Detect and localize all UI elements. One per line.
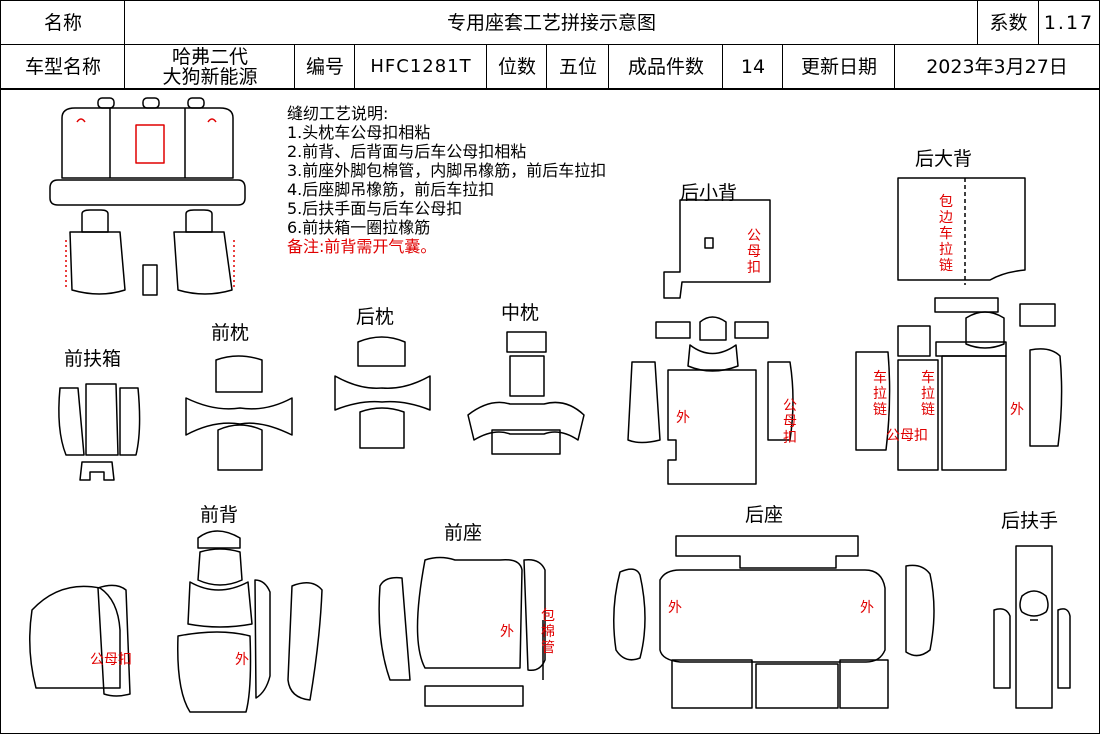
code-label: 编号: [305, 56, 344, 78]
annot-big-back-outer: 外: [1010, 402, 1024, 418]
model-label-cell: 车型名称: [0, 44, 126, 90]
name-label: 名称: [43, 12, 82, 34]
annot-rear-seat-outer-left: 外: [668, 600, 682, 616]
front-seat-pieces: [378, 556, 546, 707]
label-rear-small-back: 后小背: [680, 182, 738, 204]
notes-heading: 缝纫工艺说明:: [287, 104, 389, 123]
label-front-seat: 前座: [444, 522, 483, 544]
model-line2: 大狗新能源: [162, 66, 258, 88]
date-value: 2023年3月27日: [926, 56, 1068, 78]
front-back-pieces: [29, 530, 323, 713]
annot-small-back-snap-2: 公母扣: [783, 398, 797, 446]
rear-big-back-pieces: [855, 177, 1063, 471]
seats-label: 位数: [497, 56, 536, 78]
annot-front-back-outer: 外: [235, 652, 249, 668]
front-pillow-pieces: [185, 355, 293, 471]
rear-small-back-pieces: [627, 199, 794, 485]
middle-pillow-pieces: [467, 331, 585, 455]
coef-value: 1.17: [1043, 12, 1095, 34]
pieces-label-cell: 成品件数: [608, 44, 724, 90]
model-label: 车型名称: [24, 56, 101, 78]
name-label-cell: 名称: [0, 0, 126, 46]
seats-value-cell: 五位: [546, 44, 610, 90]
front-armbox-pieces: [58, 383, 141, 481]
annot-rear-seat-outer-right: 外: [860, 600, 874, 616]
model-line1: 哈弗二代: [171, 46, 248, 68]
seat-overview: [49, 97, 246, 296]
note-item-1: 1.头枕车公母扣相粘: [287, 123, 431, 142]
code-value-cell: HFC1281T: [354, 44, 488, 90]
label-front-armbox: 前扶箱: [64, 348, 122, 370]
notes-remark: 备注:前背需开气囊。: [287, 237, 437, 256]
rear-seat-pieces: [613, 535, 935, 709]
seats-value: 五位: [558, 56, 597, 78]
annot-big-back-snap: 公母扣: [886, 428, 928, 444]
annot-edge-zipper: 包边车拉链: [939, 194, 953, 274]
annot-front-back-snap: 公母扣: [90, 652, 132, 668]
date-value-cell: 2023年3月27日: [894, 44, 1100, 90]
annot-cotton-tube: 包棉管: [541, 608, 555, 656]
note-item-3: 3.前座外脚包棉管，内脚吊橡筋，前后车拉扣: [287, 161, 607, 180]
label-rear-seat: 后座: [745, 504, 784, 526]
sewing-notes: 缝纫工艺说明: 1.头枕车公母扣相粘 2.前背、后背面与后车公母扣相粘 3.前座…: [287, 104, 606, 256]
date-label: 更新日期: [800, 56, 877, 78]
model-value-cell: 哈弗二代大狗新能源: [124, 44, 296, 90]
code-label-cell: 编号: [294, 44, 356, 90]
coef-label-cell: 系数: [977, 0, 1040, 46]
coef-label: 系数: [989, 12, 1028, 34]
pieces-value: 14: [740, 56, 766, 78]
annot-zipper-left: 车拉链: [873, 370, 887, 418]
note-item-6: 6.前扶箱一圈拉橡筋: [287, 218, 431, 237]
label-middle-pillow: 中枕: [501, 302, 540, 324]
note-item-4: 4.后座脚吊橡筋，前后车拉扣: [287, 180, 495, 199]
annot-small-back-outer: 外: [676, 410, 690, 426]
note-item-2: 2.前背、后背面与后车公母扣相粘: [287, 142, 527, 161]
sheet-title: 专用座套工艺拼接示意图: [446, 12, 656, 34]
rear-armrest-pieces: [993, 545, 1071, 709]
seats-label-cell: 位数: [486, 44, 548, 90]
label-front-back: 前背: [200, 504, 239, 526]
pieces-label: 成品件数: [627, 56, 704, 78]
annot-front-seat-outer: 外: [500, 624, 514, 640]
date-label-cell: 更新日期: [782, 44, 896, 90]
pieces-value-cell: 14: [722, 44, 784, 90]
label-front-pillow: 前枕: [211, 322, 250, 344]
code-value: HFC1281T: [370, 56, 472, 77]
label-rear-big-back: 后大背: [915, 148, 973, 170]
annot-small-back-snap: 公母扣: [747, 228, 761, 276]
label-rear-armrest: 后扶手: [1001, 510, 1059, 532]
annot-zipper-right: 车拉链: [921, 370, 935, 418]
rear-pillow-pieces: [334, 336, 431, 449]
label-rear-pillow: 后枕: [356, 306, 395, 328]
note-item-5: 5.后扶手面与后车公母扣: [287, 199, 463, 218]
